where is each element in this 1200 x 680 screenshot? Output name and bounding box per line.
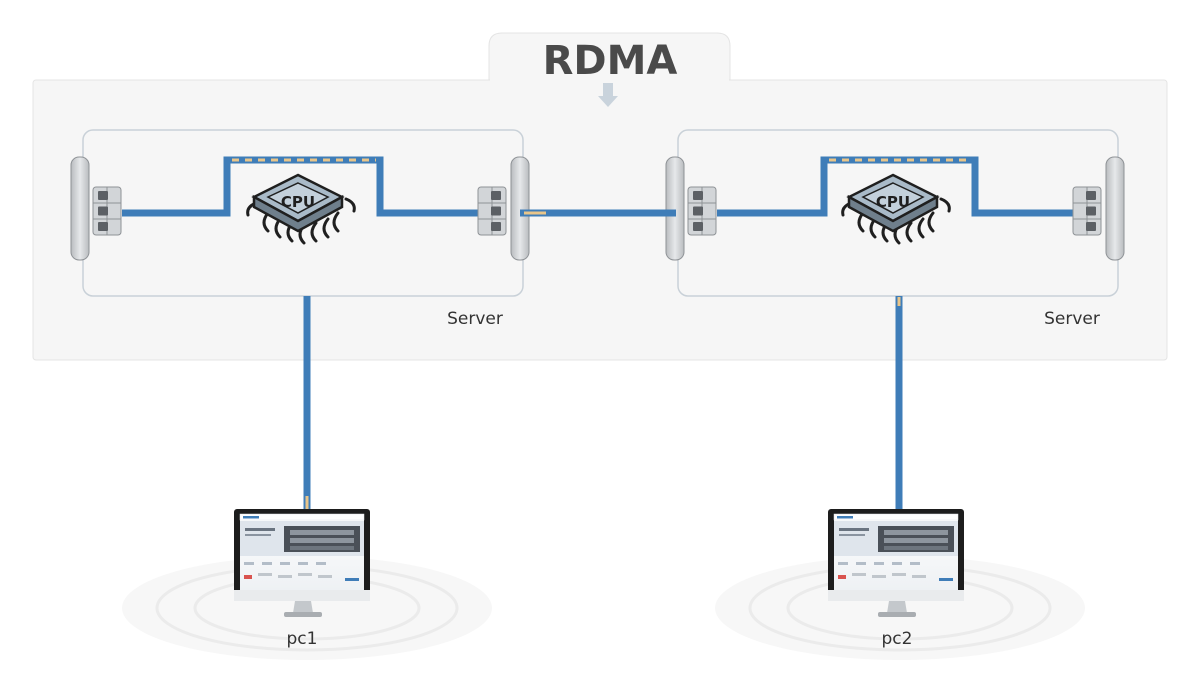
pc-1: pc1 bbox=[122, 509, 492, 660]
left-rail bbox=[70, 156, 90, 261]
monitor-icon bbox=[234, 509, 370, 617]
nic-left bbox=[92, 186, 122, 236]
server-label: Server bbox=[1044, 309, 1100, 329]
page-title: RDMA bbox=[543, 38, 678, 84]
cpu-label: CPU bbox=[281, 193, 315, 211]
nic-left bbox=[687, 186, 717, 236]
cpu-label: CPU bbox=[876, 193, 910, 211]
nic-right bbox=[477, 186, 507, 236]
pc-2: pc2 bbox=[715, 509, 1085, 660]
right-rail bbox=[510, 156, 530, 261]
pc-label: pc1 bbox=[287, 629, 318, 649]
down-arrow-icon bbox=[598, 83, 618, 107]
server-1: CPU Server bbox=[70, 129, 530, 329]
left-rail bbox=[665, 156, 685, 261]
pc-label: pc2 bbox=[882, 629, 913, 649]
right-rail bbox=[1105, 156, 1125, 261]
title-tab bbox=[488, 32, 731, 81]
server-label: Server bbox=[447, 309, 503, 329]
monitor-icon bbox=[828, 509, 964, 617]
server-2: CPU Server bbox=[665, 129, 1125, 329]
nic-right bbox=[1072, 186, 1102, 236]
